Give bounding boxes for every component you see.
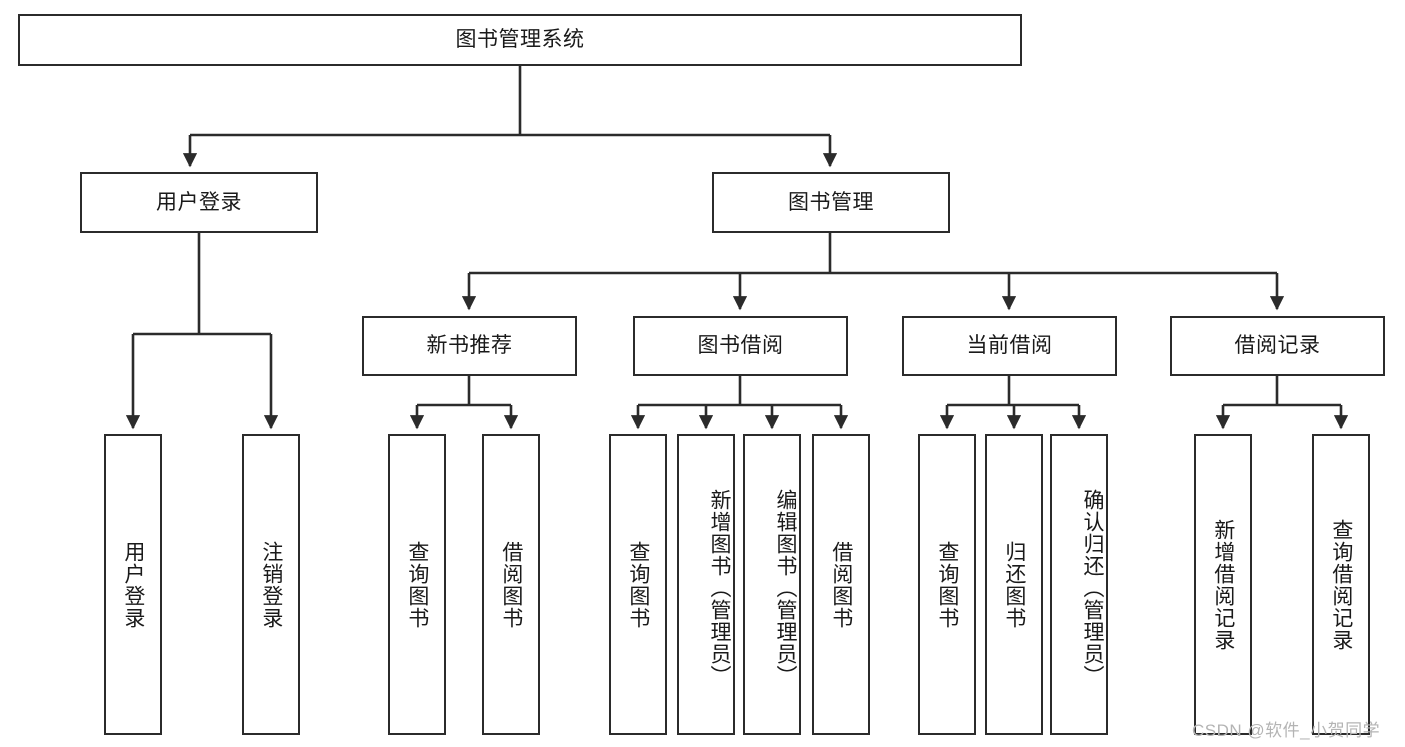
node-leaf-user-login[interactable]: 用户登录 [104,434,162,735]
node-new-book-recommend[interactable]: 新书推荐 [362,316,577,376]
node-book-management[interactable]: 图书管理 [712,172,950,233]
node-label: 查询借阅记录 [1329,518,1353,651]
node-leaf-confirm-return-admin[interactable]: 确认归还（管理员） [1050,434,1108,735]
node-leaf-query-book-current[interactable]: 查询图书 [918,434,976,735]
node-label: 编辑图书（管理员） [774,488,797,687]
node-leaf-add-borrow-record[interactable]: 新增借阅记录 [1194,434,1252,735]
node-label: 查询图书 [626,540,650,629]
node-book-borrow[interactable]: 图书借阅 [633,316,848,376]
node-label: 当前借阅 [966,334,1053,358]
node-label: 借阅图书 [499,540,523,629]
node-label: 新增图书（管理员） [708,488,731,687]
node-leaf-query-borrow-record[interactable]: 查询借阅记录 [1312,434,1370,735]
node-label: 图书管理 [788,190,874,214]
node-label: 归还图书 [1002,540,1026,629]
node-label: 图书管理系统 [455,28,585,52]
node-label: 用户登录 [121,540,145,629]
node-label: 借阅图书 [829,540,853,629]
node-label: 注销登录 [259,540,283,629]
node-user-login[interactable]: 用户登录 [80,172,318,233]
node-leaf-borrow-book-recommend[interactable]: 借阅图书 [482,434,540,735]
node-label: 查询图书 [405,540,429,629]
node-leaf-borrow-book[interactable]: 借阅图书 [812,434,870,735]
node-label: 新书推荐 [426,334,513,358]
node-label: 确认归还（管理员） [1081,488,1104,687]
node-leaf-add-book-admin[interactable]: 新增图书（管理员） [677,434,735,735]
node-current-borrow[interactable]: 当前借阅 [902,316,1117,376]
node-root-book-management-system[interactable]: 图书管理系统 [18,14,1022,66]
node-leaf-edit-book-admin[interactable]: 编辑图书（管理员） [743,434,801,735]
node-label: 新增借阅记录 [1211,518,1235,651]
node-label: 查询图书 [935,540,959,629]
node-label: 用户登录 [156,190,242,214]
node-borrow-record[interactable]: 借阅记录 [1170,316,1385,376]
node-leaf-query-book-borrow[interactable]: 查询图书 [609,434,667,735]
node-label: 借阅记录 [1234,334,1321,358]
node-label: 图书借阅 [697,334,784,358]
node-leaf-return-book[interactable]: 归还图书 [985,434,1043,735]
node-leaf-logout[interactable]: 注销登录 [242,434,300,735]
csdn-watermark: CSDN @软件_小贺同学 [1192,721,1381,740]
node-leaf-query-book-recommend[interactable]: 查询图书 [388,434,446,735]
